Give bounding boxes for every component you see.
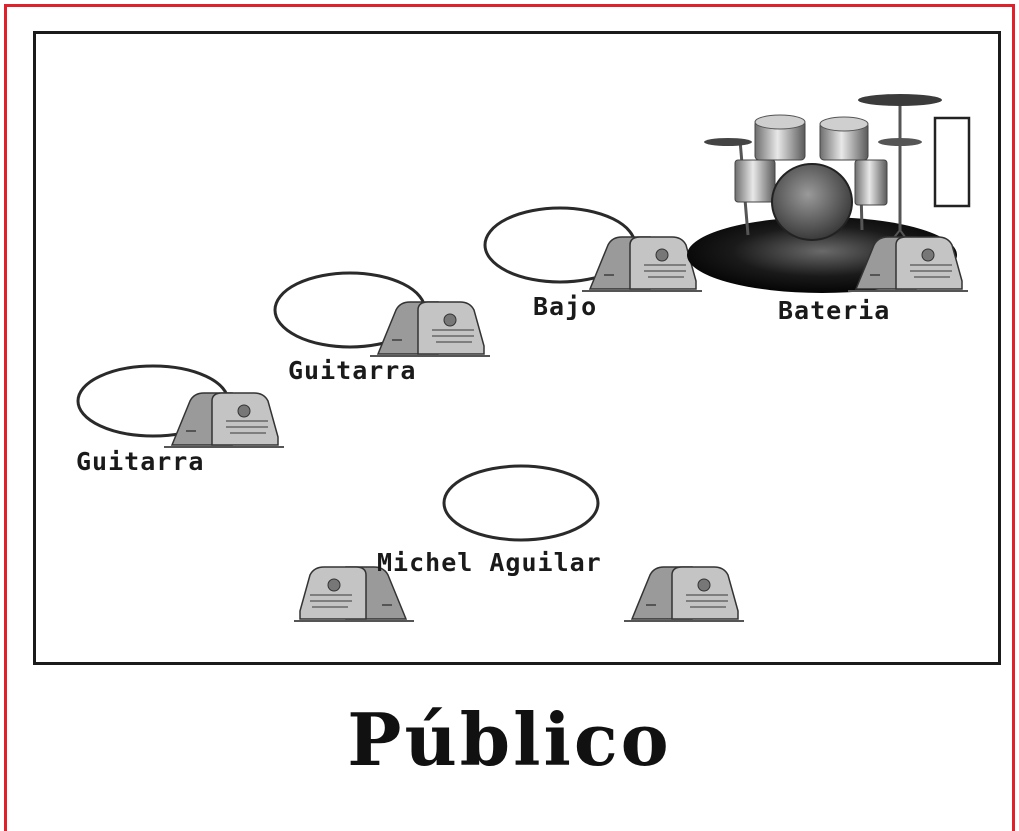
monitor-wedge-icon	[369, 301, 491, 357]
audience-label: Público	[347, 697, 672, 782]
monitor-wedge-icon	[623, 566, 745, 622]
label-vocalist: Michel Aguilar	[377, 548, 602, 577]
label-guitar-mid: Guitarra	[288, 356, 417, 385]
label-bass: Bajo	[533, 292, 598, 321]
label-guitar-left: Guitarra	[76, 447, 205, 476]
label-drums: Bateria	[778, 296, 891, 325]
monitor-wedge-icon	[581, 236, 703, 292]
position-oval-vocalist	[442, 464, 600, 542]
monitor-wedge-icon	[163, 392, 285, 448]
